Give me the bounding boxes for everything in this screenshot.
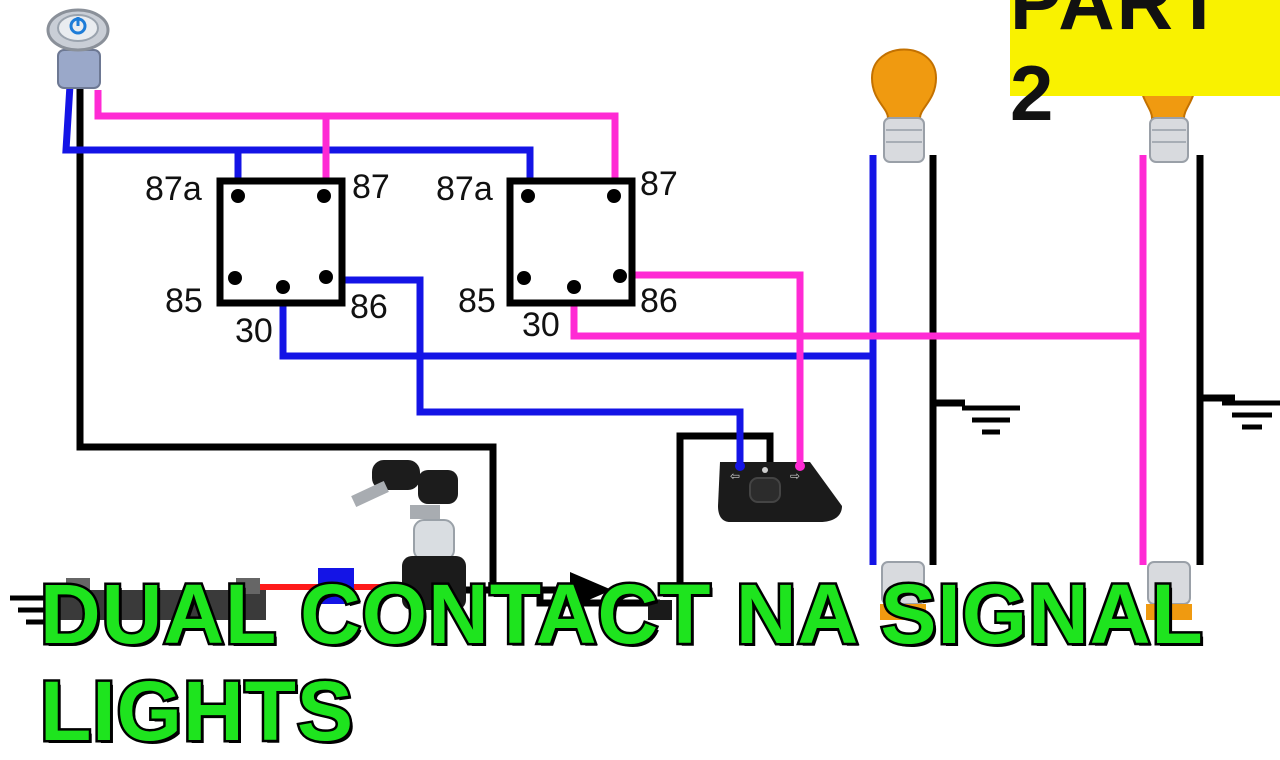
blue-wires [62,84,877,565]
pin-label-86: 86 [350,288,388,326]
relay-pin-dot [613,269,627,283]
relay-pin-dot [567,280,581,294]
turn-signal-bulb-icon [1146,561,1192,620]
pin-label-85: 85 [165,282,203,320]
pin-label-85: 85 [458,282,496,320]
ground-symbol-icon [1222,400,1280,430]
battery-icon [60,578,266,620]
turn-signal-bulb-icon [870,48,938,163]
ground-symbol-icon [10,595,60,625]
relay-pin-dot [517,271,531,285]
black-wires [76,86,1235,610]
relay-pin-dot [276,280,290,294]
svg-text:⇦: ⇦ [730,469,740,483]
pin-label-86: 86 [640,282,678,320]
pink-wires [94,90,1147,565]
wire-terminal-dot [795,461,805,471]
flasher-arrow-icon [570,572,612,608]
relay-pin-dot [607,189,621,203]
pin-label-87a: 87a [436,170,493,208]
relay-right: 87a 87 85 86 30 [436,165,678,344]
part-badge-text: PART 2 [1010,0,1225,137]
relay-left: 87a 87 85 86 30 [145,168,390,350]
pin-label-87a: 87a [145,170,202,208]
turn-signal-switch-icon: ⇦ ⇨ [718,462,842,522]
headline-text: DUAL CONTACT NA SIGNAL LIGHTS [38,565,1204,760]
pin-label-30: 30 [235,312,273,350]
wiring-diagram: 87a 87 85 86 30 87a 87 85 86 30 [10,8,1280,625]
pin-label-30: 30 [522,306,560,344]
ignition-key-icon [351,460,466,610]
part-badge: PART 2 [1010,0,1280,137]
turn-signal-bulb-icon [880,561,926,620]
relay-pin-dot [231,189,245,203]
relay-pin-dot [317,189,331,203]
flasher-relay-icon [648,600,672,620]
relay-pin-dot [521,189,535,203]
svg-text:⇨: ⇨ [790,469,800,483]
push-button-switch-icon [46,8,110,89]
relay-pin-dot [228,271,242,285]
pin-label-87: 87 [352,168,390,206]
ground-symbol-icon [962,405,1020,435]
fuse-icon [318,568,354,604]
wire-terminal-dot [735,461,745,471]
pin-label-87: 87 [640,165,678,203]
video-headline: DUAL CONTACT NA SIGNAL LIGHTS [38,565,1260,760]
relay-pin-dot [319,270,333,284]
